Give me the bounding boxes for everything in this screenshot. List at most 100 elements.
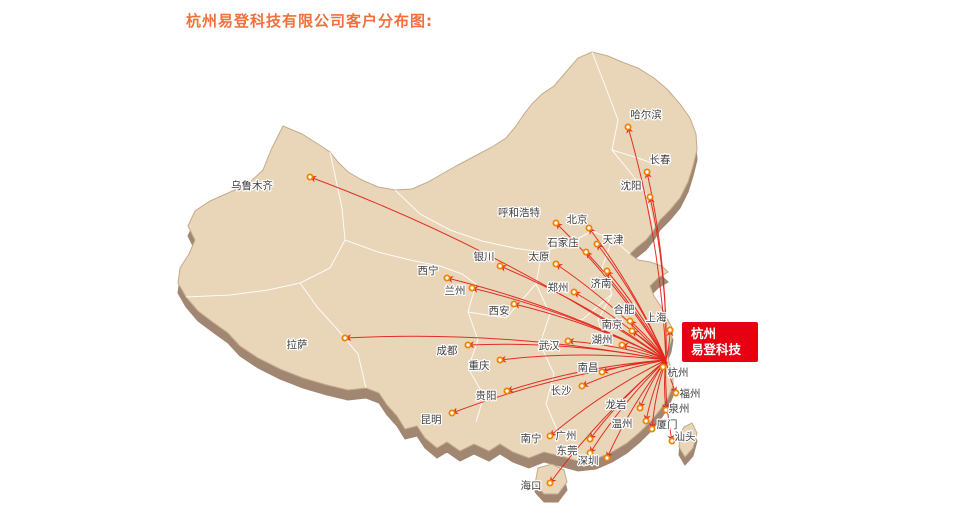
city-label: 长春 bbox=[650, 154, 671, 166]
city-label: 杭州 bbox=[668, 366, 689, 379]
city-dot bbox=[586, 449, 594, 457]
city-dot bbox=[585, 224, 593, 232]
city-label: 东莞 bbox=[557, 444, 578, 457]
flight-line bbox=[631, 330, 667, 361]
flight-line bbox=[549, 359, 667, 484]
flight-line bbox=[555, 263, 667, 361]
city-label: 郑州 bbox=[548, 281, 569, 294]
city-label: 乌鲁木齐 bbox=[231, 179, 273, 192]
city-label: 沈阳 bbox=[621, 179, 642, 192]
city-dot bbox=[643, 168, 651, 176]
city-label: 银川 bbox=[474, 250, 495, 263]
flight-line bbox=[467, 341, 667, 361]
city-label: 北京 bbox=[567, 213, 588, 226]
hub-badge bbox=[682, 322, 758, 362]
city-dot bbox=[618, 341, 626, 349]
flight-line bbox=[589, 359, 667, 454]
city-dot bbox=[552, 219, 560, 227]
city-dot bbox=[628, 327, 636, 335]
city-dot bbox=[626, 317, 634, 325]
city-dot bbox=[578, 382, 586, 390]
flight-line bbox=[606, 359, 667, 459]
city-label: 昆明 bbox=[421, 414, 442, 426]
city-label: 南宁 bbox=[521, 432, 542, 445]
flight-line bbox=[567, 337, 667, 361]
flight-line bbox=[629, 320, 667, 361]
city-dot bbox=[552, 260, 560, 268]
city-label: 太原 bbox=[529, 250, 550, 263]
page-title: 杭州易登科技有限公司客户分布图: bbox=[186, 12, 434, 30]
city-label: 广州 bbox=[556, 430, 577, 442]
city-dot bbox=[306, 173, 314, 181]
city-dot bbox=[468, 284, 476, 292]
city-dot bbox=[659, 363, 667, 371]
flight-line bbox=[585, 251, 667, 361]
city-dot bbox=[648, 425, 656, 433]
city-label: 西宁 bbox=[418, 264, 439, 277]
city-dot bbox=[496, 356, 504, 364]
flight-line bbox=[513, 302, 667, 361]
city-dot bbox=[636, 404, 644, 412]
city-label: 石家庄 bbox=[547, 236, 579, 249]
city-dot bbox=[603, 454, 611, 462]
city-dot bbox=[646, 193, 654, 201]
city-dot bbox=[582, 248, 590, 256]
flight-line bbox=[309, 175, 667, 361]
flight-line bbox=[647, 196, 667, 361]
city-dot bbox=[546, 479, 554, 487]
city-dot bbox=[510, 300, 518, 308]
city-label: 天津 bbox=[603, 234, 624, 246]
city-dot bbox=[662, 406, 670, 414]
flight-line bbox=[606, 270, 667, 361]
city-label: 呼和浩特 bbox=[498, 207, 540, 219]
flight-lines bbox=[309, 126, 677, 484]
flight-line bbox=[549, 359, 667, 437]
city-label: 湖州 bbox=[592, 334, 613, 346]
city-label: 兰州 bbox=[445, 284, 466, 297]
city-label: 南昌 bbox=[578, 361, 599, 374]
city-dot bbox=[448, 409, 456, 417]
province-borders bbox=[185, 52, 661, 433]
flight-line bbox=[573, 291, 667, 361]
city-dot bbox=[570, 288, 578, 296]
city-label: 上海 bbox=[646, 311, 667, 324]
city-label: 长沙 bbox=[551, 385, 572, 397]
city-label: 海口 bbox=[521, 479, 542, 492]
city-dot bbox=[598, 368, 606, 376]
hub-badge-group: 杭州易登科技 bbox=[682, 322, 758, 362]
flight-line bbox=[499, 265, 667, 361]
city-label: 哈尔滨 bbox=[630, 108, 662, 121]
city-label: 重庆 bbox=[469, 359, 490, 372]
city-label: 西安 bbox=[489, 304, 510, 317]
city-label: 厦门 bbox=[657, 418, 678, 431]
city-label: 武汉 bbox=[539, 339, 560, 352]
city-label: 贵阳 bbox=[476, 389, 497, 402]
city-dot bbox=[586, 435, 594, 443]
flight-line bbox=[555, 222, 667, 361]
city-label: 合肥 bbox=[614, 303, 635, 316]
flight-line bbox=[581, 359, 667, 387]
city-dot bbox=[672, 389, 680, 397]
city-label: 泉州 bbox=[669, 402, 690, 415]
city-label: 成都 bbox=[437, 345, 458, 357]
city-dot bbox=[546, 432, 554, 440]
flight-line bbox=[499, 354, 667, 363]
hub-label-line2: 易登科技 bbox=[691, 342, 742, 357]
flight-line bbox=[626, 126, 667, 361]
city-dot bbox=[503, 387, 511, 395]
flight-line bbox=[451, 359, 667, 415]
city-dot bbox=[668, 437, 676, 445]
hub-label-line1: 杭州 bbox=[691, 326, 716, 341]
city-dot bbox=[341, 334, 349, 342]
city-dot bbox=[642, 417, 650, 425]
city-label: 拉萨 bbox=[287, 338, 308, 351]
city-dot bbox=[464, 341, 472, 349]
city-label: 温州 bbox=[612, 418, 633, 430]
city-label: 龙岩 bbox=[606, 398, 627, 411]
flight-line bbox=[506, 359, 667, 393]
city-label: 济南 bbox=[591, 277, 612, 290]
city-dot bbox=[496, 262, 504, 270]
